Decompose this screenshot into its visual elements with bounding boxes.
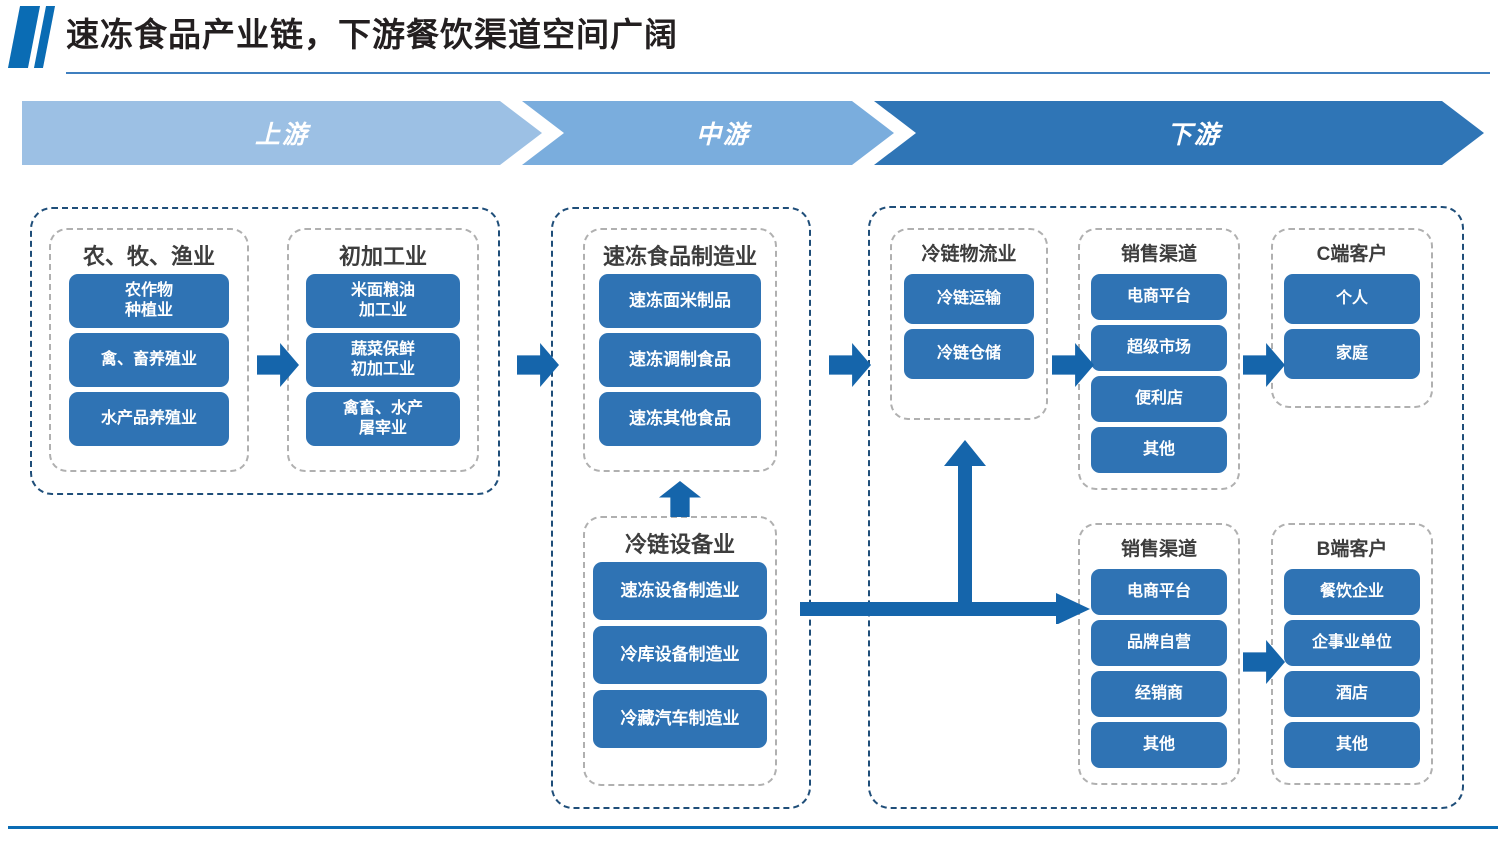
chip-ecommerce-platform-b[interactable]: 电商平台 xyxy=(1091,569,1227,615)
chip-crop-farming[interactable]: 农作物种植业 xyxy=(69,274,229,328)
group-items-sales-channel-business: 电商平台 品牌自营 经销商 其他 xyxy=(1080,569,1238,773)
title-divider xyxy=(66,72,1490,74)
group-consumer-customers: C端客户 个人 家庭 xyxy=(1271,228,1433,408)
stage-chevron-midstream[interactable]: 中游 xyxy=(522,101,894,165)
downstream-segment-box xyxy=(868,206,1464,809)
slide-header: 速冻食品产业链，下游餐饮渠道空间广阔 xyxy=(0,0,1506,82)
title-accent-bars-icon xyxy=(7,6,56,68)
group-items-cold-chain-logistics: 冷链运输 冷链仓储 xyxy=(892,274,1046,408)
group-cold-chain-equipment: 冷链设备业 速冻设备制造业 冷库设备制造业 冷藏汽车制造业 xyxy=(583,516,777,786)
group-sales-channel-business: 销售渠道 电商平台 品牌自营 经销商 其他 xyxy=(1078,523,1240,785)
chip-frozen-prepared-food[interactable]: 速冻调制食品 xyxy=(599,333,761,387)
group-title-cold-chain-logistics: 冷链物流业 xyxy=(921,244,1017,265)
group-title-agriculture: 农、牧、渔业 xyxy=(82,244,215,269)
group-items-frozen-food-manufacturing: 速冻面米制品 速冻调制食品 速冻其他食品 xyxy=(585,274,775,460)
group-items-sales-channel-consumer: 电商平台 超级市场 便利店 其他 xyxy=(1080,274,1238,478)
stage-label-upstream: 上游 xyxy=(254,121,309,149)
chip-cold-storage-equipment-manufacturing[interactable]: 冷库设备制造业 xyxy=(593,626,767,684)
arrow-right-icon-midstream-to-logistics xyxy=(829,343,871,387)
group-items-cold-chain-equipment: 速冻设备制造业 冷库设备制造业 冷藏汽车制造业 xyxy=(585,562,775,774)
chip-convenience-store[interactable]: 便利店 xyxy=(1091,376,1227,422)
group-primary-processing: 初加工业 米面粮油加工业 蔬菜保鲜初加工业 禽畜、水产屠宰业 xyxy=(287,228,479,472)
group-title-consumer-customers: C端客户 xyxy=(1316,244,1388,265)
chip-freezing-equipment-manufacturing[interactable]: 速冻设备制造业 xyxy=(593,562,767,620)
chip-other-channel-c[interactable]: 其他 xyxy=(1091,427,1227,473)
footer-divider xyxy=(8,826,1498,829)
group-items-consumer-customers: 个人 家庭 xyxy=(1273,274,1431,396)
group-title-business-customers: B端客户 xyxy=(1316,539,1388,560)
chip-vegetable-preservation[interactable]: 蔬菜保鲜初加工业 xyxy=(306,333,460,387)
chip-other-channel-b[interactable]: 其他 xyxy=(1091,722,1227,768)
group-items-primary-processing: 米面粮油加工业 蔬菜保鲜初加工业 禽畜、水产屠宰业 xyxy=(289,274,477,460)
chip-cold-chain-warehousing[interactable]: 冷链仓储 xyxy=(904,329,1034,379)
chip-slaughtering[interactable]: 禽畜、水产屠宰业 xyxy=(306,392,460,446)
chip-grain-oil-processing[interactable]: 米面粮油加工业 xyxy=(306,274,460,328)
chip-institutions[interactable]: 企事业单位 xyxy=(1284,620,1420,666)
chip-refrigerated-vehicle-manufacturing[interactable]: 冷藏汽车制造业 xyxy=(593,690,767,748)
arrow-tee-icon-equipment-to-downstream xyxy=(800,438,1090,624)
group-items-business-customers: 餐饮企业 企事业单位 酒店 其他 xyxy=(1273,569,1431,773)
chip-other-customer-b[interactable]: 其他 xyxy=(1284,722,1420,768)
chip-individual[interactable]: 个人 xyxy=(1284,274,1420,324)
group-title-cold-chain-equipment: 冷链设备业 xyxy=(624,532,735,557)
group-title-primary-processing: 初加工业 xyxy=(338,244,427,269)
group-business-customers: B端客户 餐饮企业 企事业单位 酒店 其他 xyxy=(1271,523,1433,785)
chip-aquaculture[interactable]: 水产品养殖业 xyxy=(69,392,229,446)
chip-frozen-rice-flour-products[interactable]: 速冻面米制品 xyxy=(599,274,761,328)
group-title-sales-channel-consumer: 销售渠道 xyxy=(1120,244,1197,265)
chip-livestock-breeding[interactable]: 禽、畜养殖业 xyxy=(69,333,229,387)
chip-ecommerce-platform-c[interactable]: 电商平台 xyxy=(1091,274,1227,320)
chip-frozen-other-food[interactable]: 速冻其他食品 xyxy=(599,392,761,446)
group-items-agriculture: 农作物种植业 禽、畜养殖业 水产品养殖业 xyxy=(51,274,247,460)
page-title: 速冻食品产业链，下游餐饮渠道空间广阔 xyxy=(66,16,678,53)
midstream-segment-box xyxy=(551,207,811,809)
stage-label-midstream: 中游 xyxy=(695,121,750,149)
stage-label-downstream: 下游 xyxy=(1166,121,1221,149)
value-chain-stage-band: 上游 中游 下游 xyxy=(22,101,1484,165)
group-sales-channel-consumer: 销售渠道 电商平台 超级市场 便利店 其他 xyxy=(1078,228,1240,490)
group-title-frozen-food-manufacturing: 速冻食品制造业 xyxy=(602,244,757,269)
chip-supermarket[interactable]: 超级市场 xyxy=(1091,325,1227,371)
stage-chevron-downstream[interactable]: 下游 xyxy=(874,101,1484,165)
chip-cold-chain-transport[interactable]: 冷链运输 xyxy=(904,274,1034,324)
group-frozen-food-manufacturing: 速冻食品制造业 速冻面米制品 速冻调制食品 速冻其他食品 xyxy=(583,228,777,472)
stage-chevron-upstream[interactable]: 上游 xyxy=(22,101,542,165)
chip-hotel[interactable]: 酒店 xyxy=(1284,671,1420,717)
group-cold-chain-logistics: 冷链物流业 冷链运输 冷链仓储 xyxy=(890,228,1048,420)
chip-family[interactable]: 家庭 xyxy=(1284,329,1420,379)
group-title-sales-channel-business: 销售渠道 xyxy=(1120,539,1197,560)
upstream-segment-box xyxy=(30,207,500,495)
chip-distributor[interactable]: 经销商 xyxy=(1091,671,1227,717)
group-agriculture: 农、牧、渔业 农作物种植业 禽、畜养殖业 水产品养殖业 xyxy=(49,228,249,472)
chip-catering-enterprise[interactable]: 餐饮企业 xyxy=(1284,569,1420,615)
chip-brand-direct-sales[interactable]: 品牌自营 xyxy=(1091,620,1227,666)
